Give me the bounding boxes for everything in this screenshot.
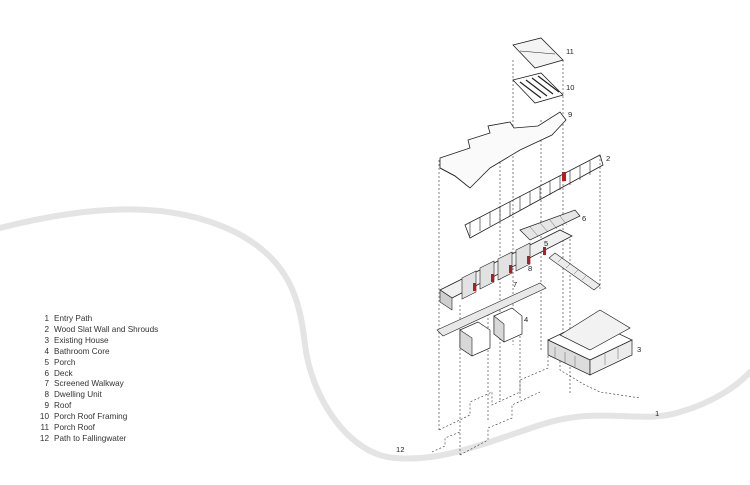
entry-walkway [436, 282, 547, 337]
callout-4: 4 [524, 315, 528, 324]
callout-1: 1 [655, 409, 659, 418]
callout-numbers: 11 10 9 2 6 5 8 7 4 3 1 12 [396, 47, 659, 454]
callout-6: 6 [582, 214, 586, 223]
callout-7: 7 [513, 280, 517, 289]
shroud-accent [562, 172, 566, 181]
ground-footprint [431, 344, 641, 456]
callout-5: 5 [544, 239, 548, 248]
deck [519, 209, 581, 241]
callout-10: 10 [566, 83, 574, 92]
screened-walkway [548, 252, 601, 291]
wood-slat-wall [464, 154, 604, 239]
porch-roof-framing [512, 72, 564, 104]
callout-3: 3 [637, 345, 641, 354]
callout-11: 11 [566, 47, 574, 56]
roof [439, 111, 567, 189]
path-curve [0, 206, 750, 462]
callout-8: 8 [528, 264, 532, 273]
callout-2: 2 [606, 154, 610, 163]
callout-12: 12 [396, 445, 404, 454]
dwelling-units [439, 229, 573, 311]
existing-house [547, 309, 633, 376]
porch-roof [512, 37, 564, 69]
bathroom-cores [459, 307, 523, 357]
callout-9: 9 [568, 110, 572, 119]
